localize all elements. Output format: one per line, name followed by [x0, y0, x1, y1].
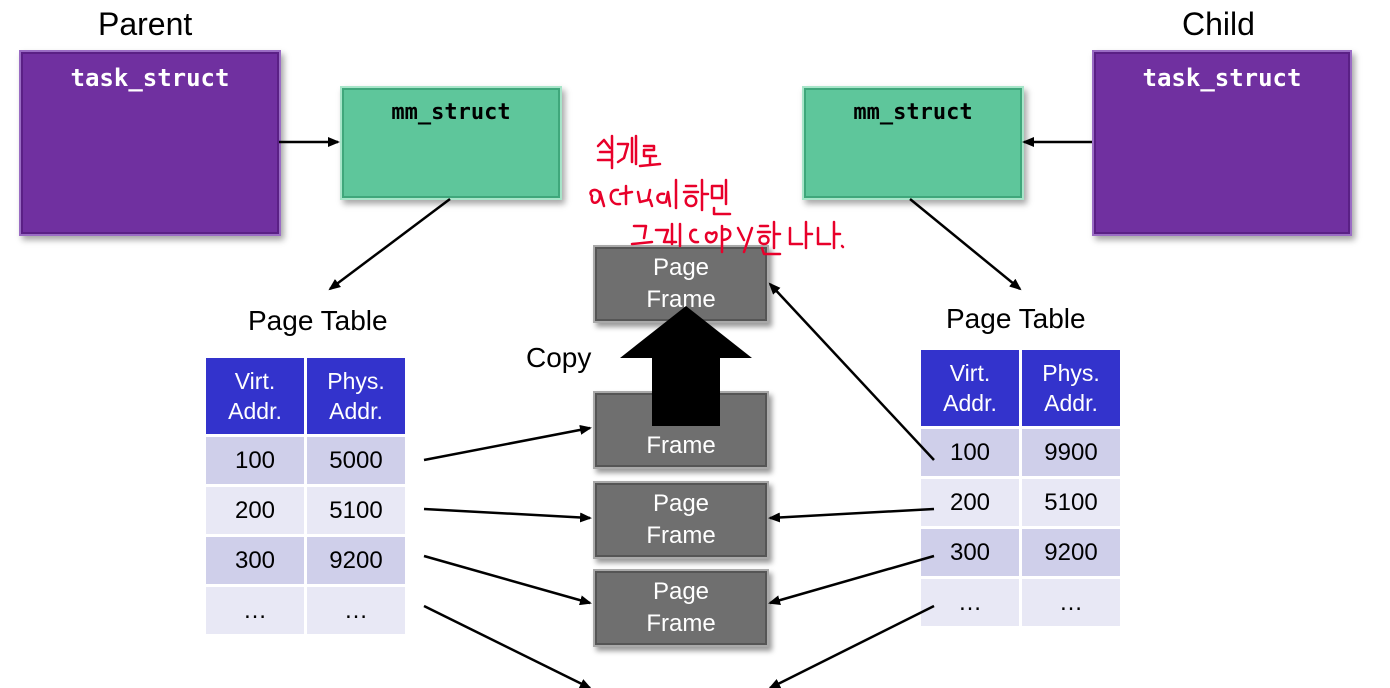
parent-title: Parent — [98, 6, 193, 42]
arrow-parent-mm-to-table — [328, 198, 451, 291]
table-row: … … — [206, 587, 405, 634]
parent-page-table: Virt. Addr. Phys. Addr. 100 5000 200 510… — [203, 355, 408, 637]
phys-cell: 9200 — [307, 537, 405, 584]
parent-page-table-title: Page Table — [248, 305, 388, 336]
virt-cell: 100 — [921, 429, 1019, 476]
phys-cell: 9900 — [1022, 429, 1120, 476]
arrow-child-300 — [768, 554, 935, 606]
table-row: … … — [921, 579, 1120, 626]
parent-mm-struct: mm_struct — [340, 86, 562, 200]
table-row: 200 5100 — [921, 479, 1120, 526]
copy-up-arrow — [620, 306, 752, 426]
page-frame-line1: Page — [652, 254, 710, 281]
child-mm-struct: mm_struct — [802, 86, 1024, 200]
table-row: 300 9200 — [206, 537, 405, 584]
arrow-parent-100 — [423, 424, 592, 462]
arrow-parent-200 — [423, 507, 592, 523]
phys-cell: … — [307, 587, 405, 634]
parent-task-struct-label: task_struct — [70, 64, 230, 92]
arrow-child-more — [768, 604, 935, 688]
parent-task-struct: task_struct — [19, 50, 281, 236]
arrow-child-200 — [768, 507, 935, 523]
phys-cell: 9200 — [1022, 529, 1120, 576]
page-frame-line2: Frame — [646, 432, 716, 459]
virt-cell: 200 — [206, 487, 304, 534]
page-frame-line2: Frame — [646, 610, 716, 637]
virt-cell: … — [206, 587, 304, 634]
virt-cell: 300 — [206, 537, 304, 584]
arrow-parent-more — [423, 604, 592, 688]
table-row: 300 9200 — [921, 529, 1120, 576]
child-page-table: Virt. Addr. Phys. Addr. 100 9900 200 510… — [918, 347, 1123, 629]
table-row: 100 9900 — [921, 429, 1120, 476]
child-page-table-title: Page Table — [946, 303, 1086, 334]
arrow-parent-300 — [423, 554, 592, 606]
virt-cell: … — [921, 579, 1019, 626]
arrow-child-mm-to-table — [909, 198, 1022, 291]
page-frame-line2: Frame — [646, 286, 716, 313]
parent-phys-header: Phys. Addr. — [307, 358, 405, 434]
parent-virt-header: Virt. Addr. — [206, 358, 304, 434]
child-task-struct-label: task_struct — [1142, 64, 1302, 92]
child-phys-header: Phys. Addr. — [1022, 350, 1120, 426]
child-title: Child — [1182, 6, 1255, 42]
parent-mm-struct-label: mm_struct — [391, 100, 511, 125]
page-frame-3: Page Frame — [593, 569, 769, 647]
child-task-struct: task_struct — [1092, 50, 1352, 236]
child-virt-header: Virt. Addr. — [921, 350, 1019, 426]
page-frame-line1: Page — [652, 578, 710, 605]
phys-cell: … — [1022, 579, 1120, 626]
child-mm-struct-label: mm_struct — [853, 100, 973, 125]
page-frame-line1: Page — [652, 490, 710, 517]
phys-cell: 5100 — [307, 487, 405, 534]
table-row: 200 5100 — [206, 487, 405, 534]
virt-cell: 200 — [921, 479, 1019, 526]
copy-label: Copy — [526, 342, 592, 373]
page-frame-2: Page Frame — [593, 481, 769, 559]
table-row: 100 5000 — [206, 437, 405, 484]
virt-cell: 300 — [921, 529, 1019, 576]
phys-cell: 5100 — [1022, 479, 1120, 526]
page-frame-line2: Frame — [646, 522, 716, 549]
arrow-child-100 — [768, 282, 935, 461]
virt-cell: 100 — [206, 437, 304, 484]
phys-cell: 5000 — [307, 437, 405, 484]
